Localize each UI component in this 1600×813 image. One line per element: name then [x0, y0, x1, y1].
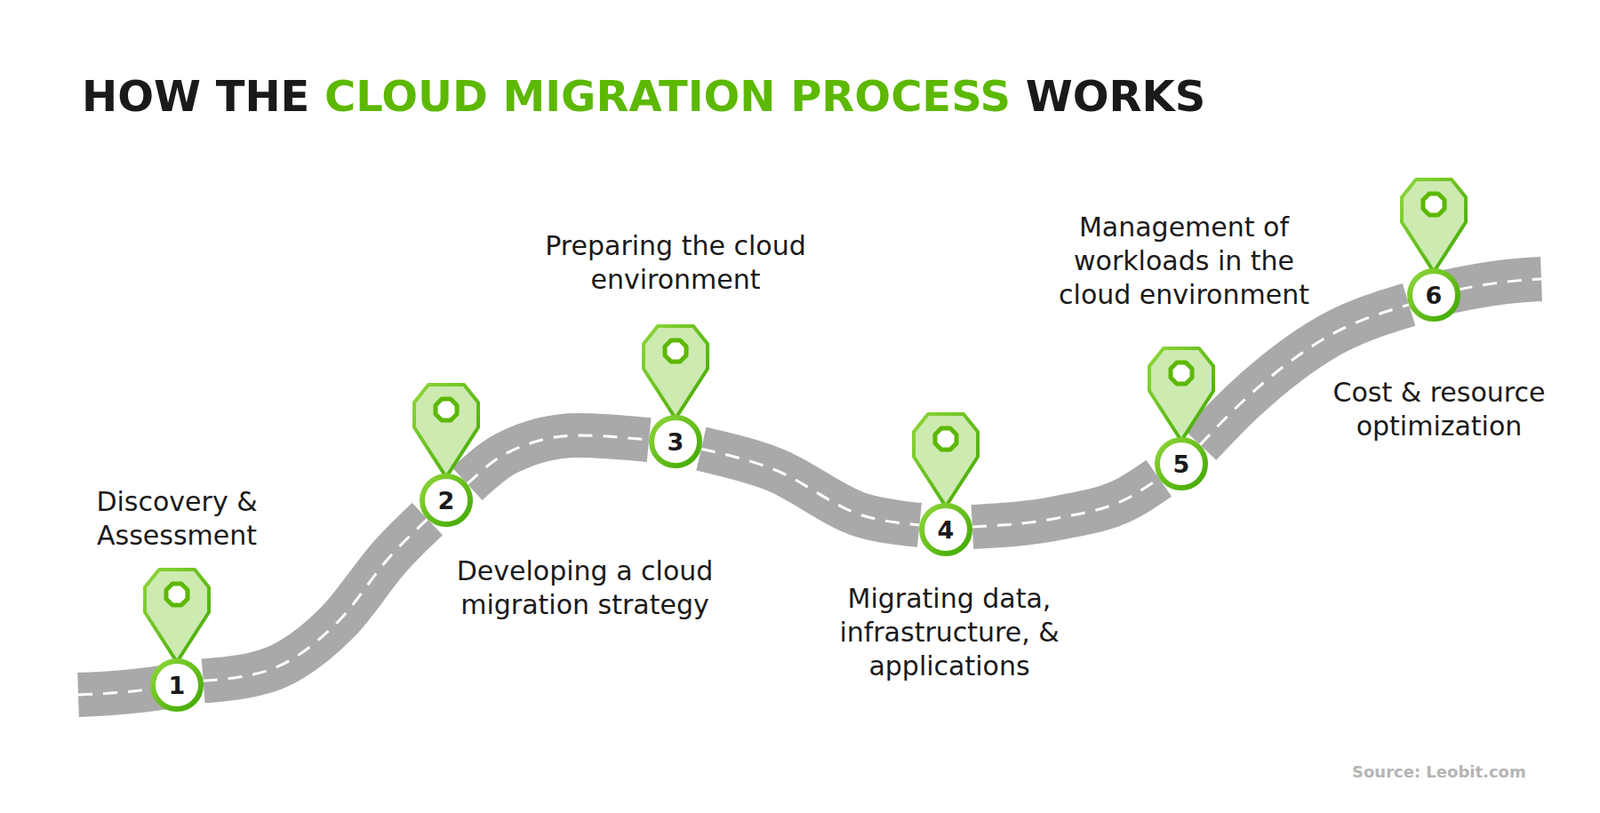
road-segment: [467, 435, 649, 485]
road-centre-line: [701, 448, 920, 526]
location-pin: [412, 383, 480, 480]
step-marker: 3Preparing the cloud environment: [648, 415, 703, 469]
step-label: Developing a cloud migration strategy: [429, 554, 741, 623]
step-label: Cost & resource optimization: [1310, 376, 1568, 444]
road-centre-line: [467, 435, 649, 485]
road-segments: [203, 304, 1409, 681]
step-number: 2: [419, 473, 473, 528]
step-label: Management of workloads in the cloud env…: [1041, 210, 1327, 312]
step-label: Migrating data, infrastructure, & applic…: [827, 582, 1072, 684]
location-pin: [641, 324, 710, 421]
step-marker: 6Cost & resource optimization: [1407, 268, 1461, 322]
step-number: 5: [1154, 437, 1208, 491]
location-pin: [1400, 177, 1468, 274]
title: HOW THE CLOUD MIGRATION PROCESS WORKS: [81, 71, 1206, 121]
road-segment: [972, 478, 1160, 528]
location-pin: [912, 412, 980, 509]
step-marker: 1Discovery & Assessment: [150, 658, 204, 712]
road-surface: [701, 448, 920, 526]
location-pin: [143, 568, 211, 664]
road-centre-line: [972, 478, 1160, 528]
step-number: 3: [648, 415, 703, 469]
step-label: Discovery & Assessment: [74, 485, 280, 553]
location-pin: [1147, 346, 1216, 443]
step-marker: 4Migrating data, infrastructure, & appli…: [919, 503, 973, 557]
source-note: Source: Leobit.com: [1352, 762, 1527, 782]
road-surface: [467, 435, 649, 485]
step-marker: 2Developing a cloud migration strategy: [419, 473, 473, 528]
step-number: 1: [150, 658, 204, 712]
step-number: 4: [919, 503, 973, 557]
road-segment: [701, 448, 920, 526]
step-number: 6: [1407, 268, 1461, 322]
step-marker: 5Management of workloads in the cloud en…: [1154, 437, 1208, 491]
road-surface: [972, 478, 1160, 528]
step-label: Preparing the cloud environment: [533, 229, 818, 297]
